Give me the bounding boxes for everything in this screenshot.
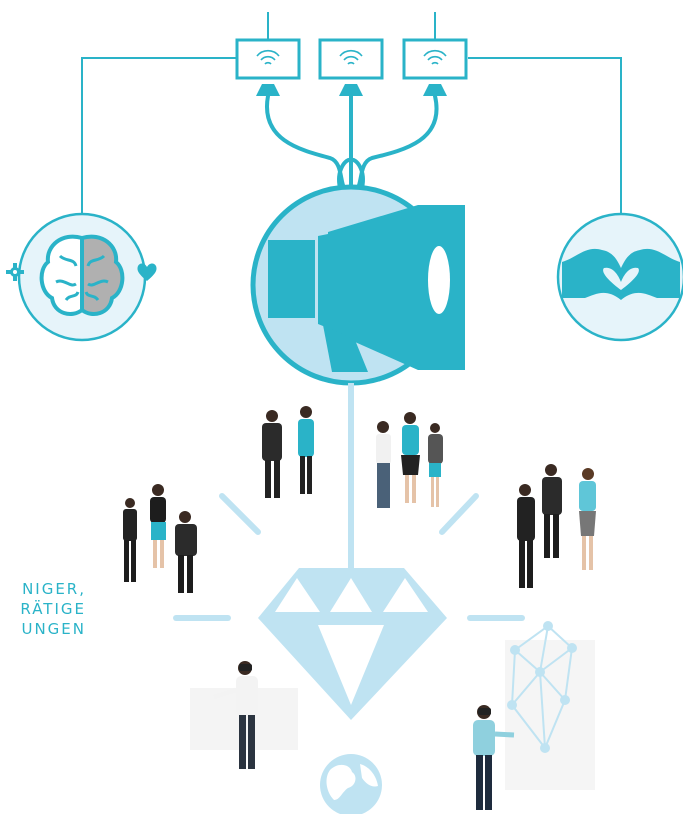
- wifi-icon: [256, 49, 280, 65]
- person-vr-left: [213, 661, 258, 769]
- connector-lines: [81, 12, 622, 215]
- gear-icon: [6, 263, 24, 281]
- people-group-top-left: [262, 406, 314, 498]
- monitor-1: [235, 38, 301, 96]
- heart-hands-circle: [556, 212, 683, 342]
- brain-circle: [6, 212, 157, 342]
- cables: [264, 94, 439, 190]
- rays: [173, 493, 525, 621]
- people-group-top-right: [376, 412, 443, 508]
- tagline-line-3: UNGEN: [21, 620, 86, 638]
- vr-headset-icon: [478, 708, 491, 715]
- network-mesh: [507, 621, 577, 753]
- diamond-icon: [258, 568, 447, 720]
- wifi-icon: [423, 49, 447, 65]
- globe-icon: [320, 754, 382, 814]
- heart-hands-icon: [562, 248, 680, 300]
- monitor-2: [318, 38, 384, 96]
- vr-headset-icon: [239, 664, 252, 671]
- tagline-line-2: RÄTIGE: [20, 600, 86, 618]
- tagline: NIGER, RÄTIGE UNGEN: [0, 579, 86, 639]
- brain-icon: [39, 234, 125, 316]
- wifi-icon: [339, 49, 363, 65]
- monitor-3: [402, 38, 468, 96]
- megaphone-icon: [250, 184, 465, 386]
- people-group-mid-left: [123, 484, 197, 593]
- person-vr-right: [473, 705, 515, 810]
- heart-icon: [137, 263, 157, 281]
- tagline-line-1: NIGER,: [22, 580, 86, 598]
- people-group-mid-right: [517, 464, 596, 588]
